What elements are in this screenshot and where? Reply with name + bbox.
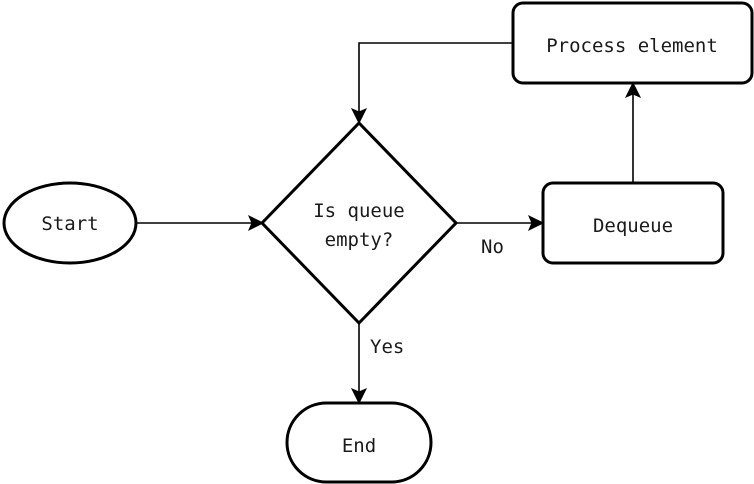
node-start: Start: [2, 181, 138, 265]
edge-dequeue-to-process: [624, 81, 642, 183]
arrowhead-down-icon: [350, 388, 368, 405]
edge-label-no: No: [481, 236, 504, 258]
arrowhead-right-icon: [248, 214, 265, 232]
edges: [137, 42, 642, 405]
edge-process-to-decision: [350, 42, 513, 125]
arrowhead-up-icon: [624, 81, 642, 98]
node-decision-label-line1: Is queue: [313, 200, 405, 222]
node-end: End: [285, 401, 433, 484]
node-decision: Is queue empty?: [259, 120, 459, 326]
node-process: Process element: [511, 1, 754, 85]
node-dequeue-label: Dequeue: [593, 215, 673, 237]
node-dequeue: Dequeue: [541, 181, 725, 265]
node-end-label: End: [342, 435, 376, 457]
node-decision-label-line2: empty?: [325, 229, 394, 251]
arrowhead-right-icon: [528, 214, 545, 232]
edge-decision-to-end: [350, 323, 368, 405]
arrowhead-down-icon: [350, 108, 368, 125]
edge-decision-to-dequeue: [456, 214, 545, 232]
node-start-label: Start: [41, 213, 98, 235]
edge-label-yes: Yes: [370, 336, 404, 358]
edge-start-to-decision: [137, 214, 265, 232]
node-process-label: Process element: [546, 35, 718, 57]
